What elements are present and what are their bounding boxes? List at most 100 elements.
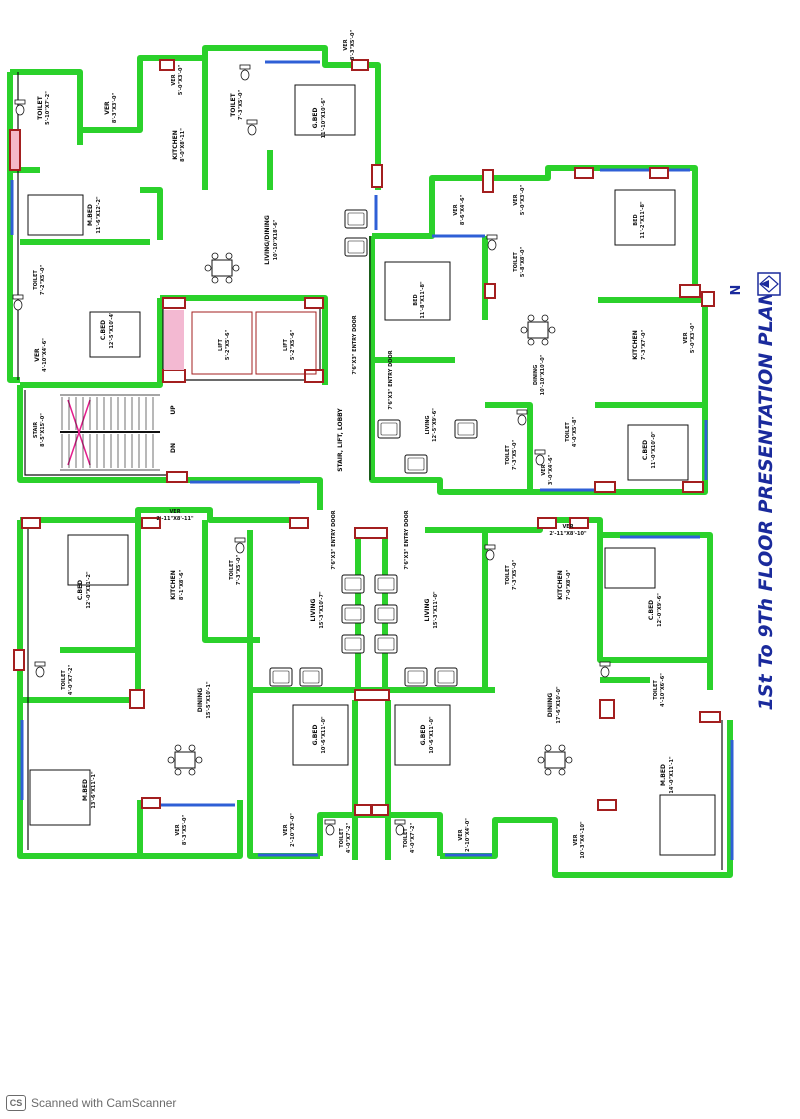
sofa-right-2 <box>404 454 428 474</box>
entry-door-label: 7'6"X3" ENTRY DOOR <box>352 315 358 374</box>
bed-right-upper <box>614 189 676 246</box>
room-name: VER <box>458 829 464 840</box>
room-name: KITCHEN <box>632 330 639 360</box>
room-dim: 4'-0"X5'-8" <box>572 417 578 448</box>
room-name: C.BED <box>100 320 107 340</box>
room-name: TOILET <box>513 252 519 272</box>
room-dim: 7'-3"X5'-0" <box>512 440 518 471</box>
room-dim: 15'-3"X10'-7" <box>319 591 325 629</box>
sofa-right-1 <box>377 419 401 439</box>
room-name: KITCHEN <box>557 570 564 600</box>
sofa-right-3 <box>454 419 478 439</box>
room-dim: 10'-10"X18'-6" <box>273 219 279 260</box>
dining-table-top-left <box>204 252 240 284</box>
room-name: LIVING <box>425 415 431 434</box>
room-name: TOILET <box>505 565 511 585</box>
room-name: TOILET <box>339 828 345 848</box>
room-dim: 5'-2"X5'-6" <box>225 330 231 361</box>
room-dim: 10'-10"X10'-0" <box>540 354 546 395</box>
room-dim: 8'-1"X8'-6" <box>179 570 185 601</box>
room-dim: 5'-0"X3'-0" <box>520 185 526 216</box>
room-name: VER <box>34 348 41 362</box>
room-dim: 8'-3"X5'-0" <box>350 30 356 61</box>
room-name: DINING <box>533 365 539 385</box>
room-dim: 5'-0"X3'-0" <box>690 323 696 354</box>
room-name: LIVING <box>424 598 431 621</box>
room-dim: 7'-3"X5'-0" <box>238 90 244 121</box>
room-dim: 13'-6"X11'-1" <box>91 771 97 809</box>
entry-door-label: 7'6"X3" ENTRY DOOR <box>331 510 337 569</box>
room-name: VER <box>175 824 181 835</box>
sofa-mid-5 <box>374 604 398 624</box>
room-dim: 4'-10"X4'-6" <box>42 338 48 372</box>
wall-edges <box>17 72 723 870</box>
room-dim: 4'-0"X7'-2" <box>346 823 352 854</box>
room-name: G.BED <box>420 725 427 746</box>
room-name: VER <box>343 39 349 50</box>
room-name: VER <box>513 194 519 205</box>
room-name: TOILET <box>230 92 237 116</box>
bed-cbed-top-left <box>89 311 141 358</box>
room-dim: 5'-10"X7'-2" <box>45 91 51 125</box>
bed-right-mid <box>384 261 451 321</box>
room-name: VER <box>562 524 573 530</box>
room-name: STAIR <box>33 422 39 438</box>
sofa-top-2 <box>344 237 368 257</box>
room-dim: 5'-8"X8'-0" <box>520 247 526 278</box>
room-dim: 11'-0"X10'-0" <box>651 431 657 469</box>
room-dim: 10'-3"X4'-10" <box>580 821 586 859</box>
room-dim: 12'-5"X9'-6" <box>432 408 438 442</box>
sofa-mid-3 <box>341 634 365 654</box>
room-dim: 7'-3"X5'-0" <box>512 560 518 591</box>
room-dim: 17'-6"X10'-0" <box>556 686 562 724</box>
columns <box>9 59 721 816</box>
room-dim: 11'-10"X10'-6" <box>321 97 327 138</box>
room-name: TOILET <box>505 445 511 465</box>
room-name: VER <box>283 824 289 835</box>
camscanner-watermark: CS Scanned with CamScanner <box>6 1095 176 1111</box>
entry-door-label: 7'6"X3" ENTRY DOOR <box>404 510 410 569</box>
room-dim: 2'-10"X3'-0" <box>290 813 296 847</box>
bed-cbed-right <box>627 424 689 481</box>
room-dim: 3'-0"X4'-6" <box>548 455 554 486</box>
room-dim: 4'-0"X7'-2" <box>68 665 74 696</box>
room-name: M.BED <box>660 764 667 786</box>
dining-table-lower-left <box>167 744 203 776</box>
room-name: DINING <box>197 688 204 712</box>
room-name: VER <box>171 74 177 85</box>
room-name: LIVING/DINING <box>264 215 271 265</box>
room-dim: 11'-8"X11'-8" <box>420 281 426 319</box>
sofa-mid-4 <box>374 574 398 594</box>
sofa-mid-8 <box>299 667 323 687</box>
room-name: TOILET <box>229 560 235 580</box>
room-name: LIFT <box>218 338 224 350</box>
sofa-mid-6 <box>374 634 398 654</box>
room-dim: 7'-0"X8'-0" <box>566 570 572 601</box>
room-dim: 2'-10"X4'-0" <box>465 818 471 852</box>
room-dim: 10'-6"X11'-0" <box>321 716 327 754</box>
room-name: C.BED <box>648 600 655 620</box>
room-name: KITCHEN <box>172 130 179 160</box>
sofa-mid-9 <box>404 667 428 687</box>
bed-gbed-top <box>294 84 356 136</box>
stair-flight <box>60 394 160 471</box>
room-name: VER <box>453 204 459 215</box>
room-dim: 11'-2"X11'-8" <box>640 201 646 239</box>
stair-up: UP <box>170 405 177 415</box>
room-name: LIVING <box>310 598 317 621</box>
room-dim: 8'-3"X5'-0" <box>182 815 188 846</box>
north-label: N <box>729 285 744 296</box>
room-dim: 7'-3"X7'-0" <box>641 330 647 361</box>
room-name: VER <box>541 464 547 475</box>
room-dim: 2'-11"X8'-11" <box>156 516 194 522</box>
room-dim: 5'-0"X3'-0" <box>178 65 184 96</box>
room-name: TOILET <box>61 670 67 690</box>
drawing-title: 1St To 9Th FLOOR PRESENTATION PLAN <box>755 289 777 710</box>
room-name: KITCHEN <box>170 570 177 600</box>
room-name: DINING <box>547 693 554 717</box>
bed-cbed-lower-left <box>67 534 129 586</box>
room-name: VER <box>169 509 180 515</box>
watermark-text: Scanned with CamScanner <box>31 1096 177 1110</box>
dining-table-lower-right <box>537 744 573 776</box>
